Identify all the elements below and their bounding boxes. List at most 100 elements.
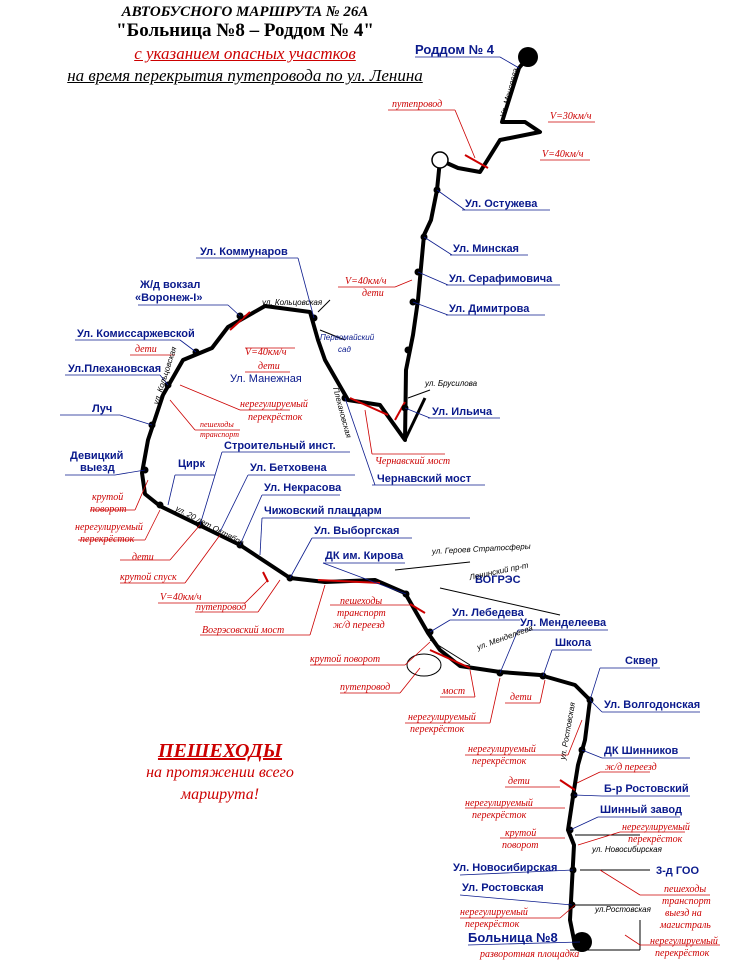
hazard-sharp-turn-1: крутой [92, 492, 123, 503]
terminal-end-marker [572, 932, 592, 952]
street-labels: ул. Кольцовская Первомайский сад ул. Бру… [151, 67, 663, 914]
hazard-overpass-3: путепровод [340, 682, 390, 693]
stop-vyborgskaya: Ул. Выборгская [314, 525, 399, 537]
hazard-overpass-1: путепровод [392, 99, 442, 110]
street-rostovskaya-vertical: ул. Ростовская [558, 701, 577, 761]
hazard-unregulated-4: нерегулируемый [468, 744, 536, 755]
stop-dk-shinnikov: ДК Шинников [604, 745, 679, 757]
hazard-bridge: мост [441, 686, 465, 697]
hazard-transport-3: транспорт [662, 896, 711, 907]
hazard-unregulated-6b: перекрёсток [628, 834, 683, 845]
terminal-end-label: Больница №8 [468, 930, 558, 945]
hazard-unregulated-6: нерегулируемый [622, 822, 690, 833]
hazard-transport-1: транспорт [200, 430, 239, 439]
stop-novosibirskaya: Ул. Новосибирская [453, 862, 557, 874]
stop-rostovsky-blvd: Б-р Ростовский [604, 783, 689, 795]
stop-bethovena: Ул. Бетховена [250, 462, 327, 474]
hazard-unregulated-2: нерегулируемый [75, 522, 143, 533]
hazard-sharp-turn-2: крутой поворот [310, 654, 380, 665]
hazard-sharp-turn-1b: поворот [90, 504, 126, 515]
hazard-children-5: дети [510, 692, 532, 703]
hazard-speed-40-1: V=40км/ч [542, 149, 584, 160]
pedestrians-warning-line-2: на протяжении всего [146, 764, 294, 781]
stop-leader-lines [60, 56, 700, 946]
hazard-children-6: дети [508, 776, 530, 787]
stop-serafimovicha: Ул. Серафимовича [449, 273, 553, 285]
side-streets [317, 299, 650, 951]
map-title-line-1: АВТОБУСНОГО МАРШРУТА № 26А [121, 4, 369, 20]
map-subtitle-closure: на время перекрытия путепровода по ул. Л… [67, 66, 423, 85]
hazard-labels: путепровод V=30км/ч V=40км/ч V=40км/ч де… [75, 99, 718, 959]
stop-ilyicha: Ул. Ильича [432, 406, 493, 418]
turnaround-area-label: разворотная площадка [479, 949, 579, 960]
stop-chizhovsky-platsdarm: Чижовский плацдарм [264, 505, 382, 517]
pedestrians-warning-line-3: маршрута! [180, 786, 260, 803]
hazard-children-2: дети [135, 344, 157, 355]
stop-zavod-goo: 3-д ГОО [656, 865, 699, 877]
hazard-unregulated-5: нерегулируемый [465, 798, 533, 809]
stop-nekrasova: Ул. Некрасова [264, 482, 342, 494]
hazard-children-1: дети [362, 288, 384, 299]
stop-komissarzhevskoy: Ул. Комиссаржевской [77, 328, 195, 340]
street-mendeleeva: ул. Менделеева [475, 623, 535, 652]
map-subtitle-hazards: с указанием опасных участков [134, 44, 356, 63]
hazard-unregulated-7b: перекрёсток [465, 919, 520, 930]
hazard-children-3: дети [258, 361, 280, 372]
street-novosibirskaya: ул. Новосибирская [591, 845, 663, 854]
stop-dk-kirova: ДК им. Кирова [325, 550, 404, 562]
stop-railway-station: Ж/д вокзал [139, 279, 200, 291]
hazard-exit-to: выезд на [665, 908, 702, 919]
hazard-pedestrians-2: пешеходы [340, 596, 382, 607]
hazard-transport-2: транспорт [337, 608, 386, 619]
hazard-rail-crossing-1: ж/д переезд [333, 620, 385, 631]
stop-mendeleeva: Ул. Менделеева [520, 617, 607, 629]
hazard-unregulated-4b: перекрёсток [472, 756, 527, 767]
hazard-vogres-bridge: Вогрэсовский мост [202, 625, 284, 636]
hazard-unregulated-3: нерегулируемый [408, 712, 476, 723]
hazard-speed-40-3: V=40км/ч [245, 347, 287, 358]
stop-railway-station-name: «Воронеж-I» [135, 292, 202, 304]
street-moiseeva: Ул. Моисеева [498, 67, 520, 120]
stop-rostovskaya: Ул. Ростовская [462, 882, 544, 894]
stop-shkola: Школа [555, 637, 592, 649]
hazard-sharp-turn-3: крутой [505, 828, 536, 839]
stop-kommunarov: Ул. Коммунаров [200, 246, 288, 258]
stop-vogres: ВОГРЭС [475, 574, 521, 586]
street-rostovskaya-bottom: ул.Ростовская [594, 905, 652, 914]
route-return-segment [403, 397, 427, 441]
hazard-children-4: дети [132, 552, 154, 563]
stop-dimitrova: Ул. Димитрова [449, 303, 530, 315]
hazard-overpass-2: путепровод [196, 602, 246, 613]
hazard-unregulated-3b: перекрёсток [410, 724, 465, 735]
hazard-chernavsky-bridge: Чернавский мост [375, 456, 450, 467]
hazard-unregulated-5b: перекрёсток [472, 810, 527, 821]
stop-ostuzheva: Ул. Остужева [465, 198, 538, 210]
stop-devitsky: Девицкий [70, 450, 123, 462]
hazard-segments [229, 154, 576, 791]
hazard-unregulated-2b: перекрёсток [80, 534, 135, 545]
stop-minskaya: Ул. Минская [453, 243, 519, 255]
stop-skver: Сквер [625, 655, 658, 667]
stop-plekhanovskaya: Ул.Плехановская [68, 363, 161, 375]
stop-tsirk: Цирк [178, 458, 206, 470]
stop-shinny-zavod: Шинный завод [600, 804, 682, 816]
stop-construction-institute: Строительный инст. [224, 440, 336, 452]
turnaround-marker [431, 151, 449, 169]
stop-lebedeva: Ул. Лебедева [452, 607, 525, 619]
hazard-unregulated-8b: перекрёсток [655, 948, 710, 959]
terminal-start-marker [518, 47, 538, 67]
hazard-speed-30: V=30км/ч [550, 111, 592, 122]
stop-luch: Луч [92, 403, 112, 415]
terminal-start-label: Роддом № 4 [415, 42, 495, 57]
hazard-unregulated-7: нерегулируемый [460, 907, 528, 918]
hazard-rail-crossing-2: ж/д переезд [605, 762, 657, 773]
hazard-sharp-turn-3b: поворот [502, 840, 538, 851]
hazard-steep-descent: крутой спуск [120, 572, 177, 583]
stop-labels: Ул. Остужева Ул. Минская Ул. Серафимович… [68, 198, 700, 894]
hazard-leader-lines [78, 109, 720, 946]
street-koltsovskaya-top: ул. Кольцовская [261, 298, 323, 307]
street-20-let-oktyabrya: ул. 20 лет Октября [173, 503, 246, 547]
hazard-pedestrians-3: пешеходы [664, 884, 706, 895]
street-geroev-stratosfery: ул. Героев Стратосферы [431, 542, 531, 556]
